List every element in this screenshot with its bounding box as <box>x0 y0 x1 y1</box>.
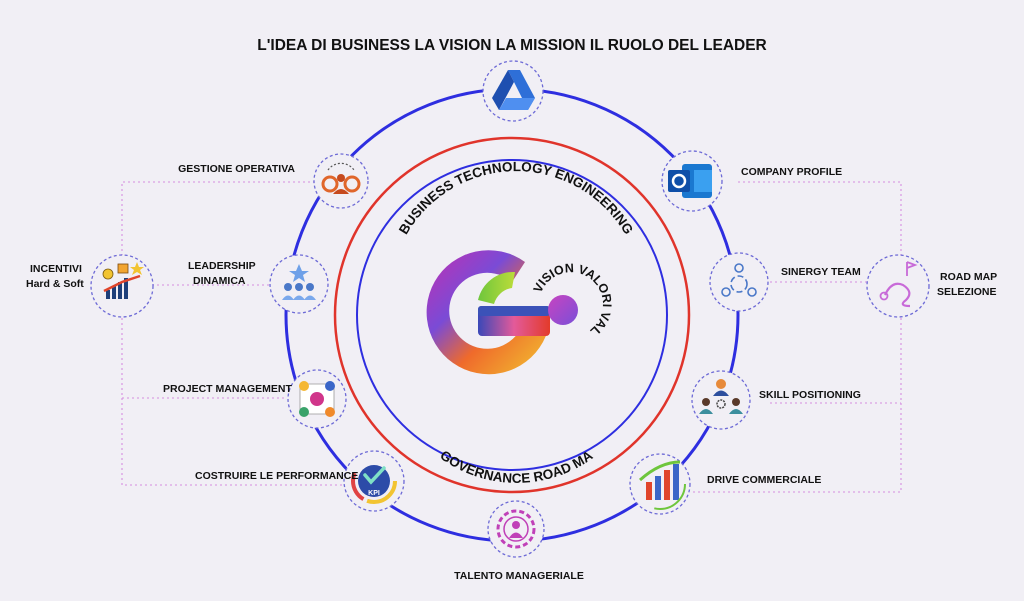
team-star-icon <box>282 264 316 300</box>
costruire-label: COSTRUIRE LE PERFORMANCE <box>195 470 358 482</box>
page-title: L'IDEA DI BUSINESS LA VISION LA MISSION … <box>257 37 767 54</box>
manager-gear-icon <box>496 509 536 549</box>
gears-team-icon <box>321 162 361 194</box>
inner-top-text: BUSINESS TECHNOLOGY ENGINEERING <box>396 159 636 237</box>
skill-label: SKILL POSITIONING <box>759 389 861 401</box>
sinergy-label: SINERGY TEAM <box>781 266 861 278</box>
inner-ring <box>356 159 668 471</box>
node-costruire[interactable]: KPI <box>343 450 405 512</box>
bar-chart-icon <box>634 458 686 510</box>
outlook-icon <box>668 164 712 198</box>
node-talento[interactable] <box>487 500 545 558</box>
incentivi-label-2: Hard & Soft <box>26 278 84 290</box>
center-logo <box>426 250 578 375</box>
roadmap-label-2: SELEZIONE <box>937 286 997 298</box>
incentive-icon <box>102 262 144 299</box>
right-connectors <box>690 181 902 493</box>
drive-logo-icon <box>492 70 535 110</box>
node-roadmap[interactable] <box>866 254 930 318</box>
leadership-label-1: LEADERSHIP <box>188 260 256 272</box>
roadmap-label-1: ROAD MAP <box>940 271 997 283</box>
node-leadership[interactable] <box>269 254 329 314</box>
kpi-icon: KPI <box>351 458 397 504</box>
node-incentivi[interactable] <box>90 254 154 318</box>
node-drive[interactable] <box>629 453 691 515</box>
cycle-people-icon <box>721 263 757 297</box>
skill-people-icon <box>699 379 743 414</box>
node-skill[interactable] <box>691 370 751 430</box>
project-label: PROJECT MANAGEMENT <box>163 383 293 395</box>
node-gestione[interactable] <box>313 153 369 209</box>
project-management-icon <box>299 381 335 417</box>
incentivi-label-1: INCENTIVI <box>30 263 82 275</box>
left-connectors <box>121 181 345 486</box>
node-company[interactable] <box>661 150 723 212</box>
leadership-label-2: DINAMICA <box>193 275 246 287</box>
route-icon <box>879 261 918 308</box>
center-dot <box>548 295 578 325</box>
svg-text:KPI: KPI <box>368 490 380 497</box>
top-node[interactable] <box>482 60 544 122</box>
gestione-label: GESTIONE OPERATIVA <box>178 163 295 175</box>
node-sinergy[interactable] <box>709 252 769 312</box>
red-ring <box>333 136 691 494</box>
talento-label: TALENTO MANAGERIALE <box>454 570 584 582</box>
drive-label: DRIVE COMMERCIALE <box>707 474 821 486</box>
node-project[interactable] <box>287 369 347 429</box>
company-label: COMPANY PROFILE <box>741 166 842 178</box>
